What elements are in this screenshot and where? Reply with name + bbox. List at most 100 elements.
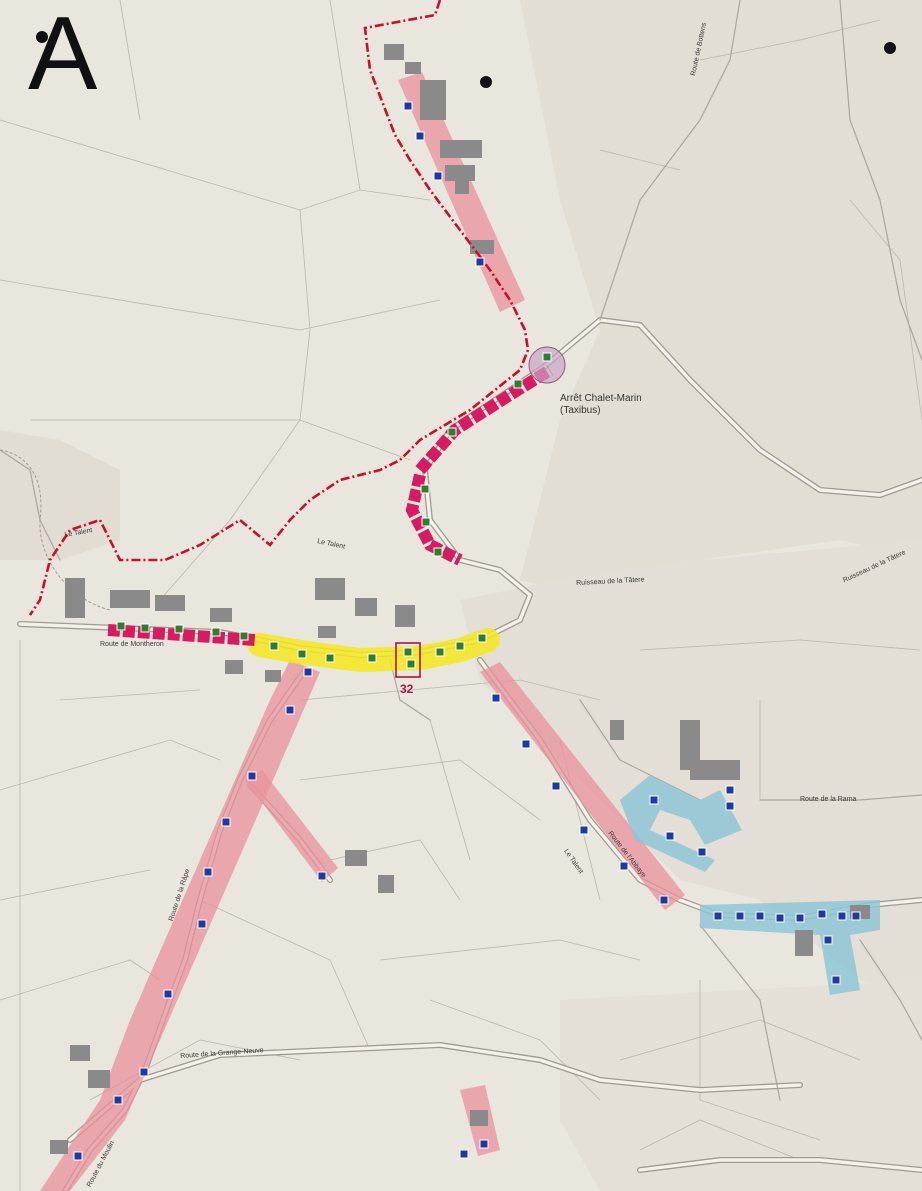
blue-marker-icon[interactable]: [403, 101, 413, 111]
blue-marker-icon[interactable]: [415, 131, 425, 141]
building: [345, 850, 367, 866]
blue-marker-icon[interactable]: [73, 1151, 83, 1161]
building: [110, 590, 150, 608]
green-marker-icon[interactable]: [297, 649, 307, 659]
taxibus-stop-label[interactable]: Arrêt Chalet-Marin (Taxibus): [560, 393, 642, 417]
green-marker-icon[interactable]: [367, 653, 377, 663]
building: [395, 605, 415, 627]
building: [455, 180, 469, 194]
green-marker-icon[interactable]: [447, 427, 457, 437]
blue-marker-icon[interactable]: [197, 919, 207, 929]
blue-marker-icon[interactable]: [735, 911, 745, 921]
green-marker-icon[interactable]: [403, 647, 413, 657]
blue-marker-icon[interactable]: [459, 1149, 469, 1159]
parking-strip-diagonal: [415, 364, 554, 474]
blue-marker-icon[interactable]: [479, 1139, 489, 1149]
building: [65, 578, 85, 618]
building: [690, 760, 740, 780]
building: [225, 660, 243, 674]
blue-marker-icon[interactable]: [285, 705, 295, 715]
green-marker-icon[interactable]: [325, 653, 335, 663]
blue-marker-icon[interactable]: [221, 817, 231, 827]
green-marker-icon[interactable]: [435, 647, 445, 657]
green-marker-icon[interactable]: [211, 627, 221, 637]
green-marker-icon[interactable]: [455, 641, 465, 651]
pin-icon: [36, 31, 48, 43]
taxibus-stop-name: Arrêt Chalet-Marin: [560, 393, 642, 404]
blue-marker-icon[interactable]: [433, 171, 443, 181]
blue-marker-icon[interactable]: [491, 693, 501, 703]
blue-marker-icon[interactable]: [113, 1095, 123, 1105]
blue-marker-icon[interactable]: [475, 257, 485, 267]
building: [440, 140, 482, 158]
blue-marker-icon[interactable]: [851, 911, 861, 921]
blue-marker-icon[interactable]: [713, 911, 723, 921]
green-marker-icon[interactable]: [542, 352, 552, 362]
blue-marker-icon[interactable]: [665, 831, 675, 841]
green-marker-icon[interactable]: [421, 517, 431, 527]
blue-marker-icon[interactable]: [659, 895, 669, 905]
green-marker-icon[interactable]: [477, 633, 487, 643]
building: [88, 1070, 110, 1088]
blue-zone-rama: [700, 900, 880, 995]
road-label-montheron: Route de Montheron: [100, 641, 164, 648]
blue-marker-icon[interactable]: [725, 785, 735, 795]
blue-marker-icon[interactable]: [317, 871, 327, 881]
blue-markers: [73, 101, 861, 1161]
forest-area: [520, 0, 922, 600]
building: [355, 598, 377, 616]
blue-marker-icon[interactable]: [837, 911, 847, 921]
parking-strip-montheron: [107, 624, 256, 646]
green-marker-icon[interactable]: [433, 547, 443, 557]
blue-marker-icon[interactable]: [831, 975, 841, 985]
green-marker-icon[interactable]: [513, 379, 523, 389]
blue-marker-icon[interactable]: [725, 801, 735, 811]
green-marker-icon[interactable]: [420, 484, 430, 494]
green-marker-icon[interactable]: [269, 641, 279, 651]
pin-icon: [480, 76, 492, 88]
building: [50, 1140, 68, 1154]
blue-marker-icon[interactable]: [163, 989, 173, 999]
building: [680, 720, 700, 770]
blue-marker-icon[interactable]: [303, 667, 313, 677]
taxibus-stop-note: (Taxibus): [560, 405, 601, 416]
yellow-zone: [248, 628, 500, 673]
stream-line: [0, 449, 111, 611]
building: [470, 1110, 488, 1126]
blue-marker-icon[interactable]: [795, 913, 805, 923]
green-marker-icon[interactable]: [239, 631, 249, 641]
blue-marker-icon[interactable]: [697, 847, 707, 857]
blue-marker-icon[interactable]: [247, 771, 257, 781]
municipal-boundary: [28, 0, 530, 616]
blue-marker-icon[interactable]: [619, 861, 629, 871]
plot-number-label: 32: [400, 682, 414, 696]
building: [265, 670, 281, 682]
plot-32-frame[interactable]: [395, 642, 421, 678]
blue-marker-icon[interactable]: [775, 913, 785, 923]
blue-marker-icon[interactable]: [551, 781, 561, 791]
blue-marker-icon[interactable]: [817, 909, 827, 919]
blue-marker-icon[interactable]: [139, 1067, 149, 1077]
building: [610, 720, 624, 740]
green-marker-icon[interactable]: [406, 659, 416, 669]
taxibus-stop-circle[interactable]: [528, 346, 566, 384]
building: [70, 1045, 90, 1061]
building: [210, 608, 232, 622]
blue-marker-icon[interactable]: [521, 739, 531, 749]
green-marker-icon[interactable]: [116, 621, 126, 631]
building: [445, 165, 475, 181]
green-marker-icon[interactable]: [174, 624, 184, 634]
forest-area: [0, 430, 120, 560]
blue-marker-icon[interactable]: [579, 825, 589, 835]
pin-icon: [884, 42, 896, 54]
blue-marker-icon[interactable]: [203, 867, 213, 877]
building: [384, 44, 404, 60]
blue-marker-icon[interactable]: [823, 935, 833, 945]
building: [405, 62, 421, 74]
green-marker-icon[interactable]: [140, 623, 150, 633]
blue-marker-icon[interactable]: [755, 911, 765, 921]
blue-marker-icon[interactable]: [649, 795, 659, 805]
